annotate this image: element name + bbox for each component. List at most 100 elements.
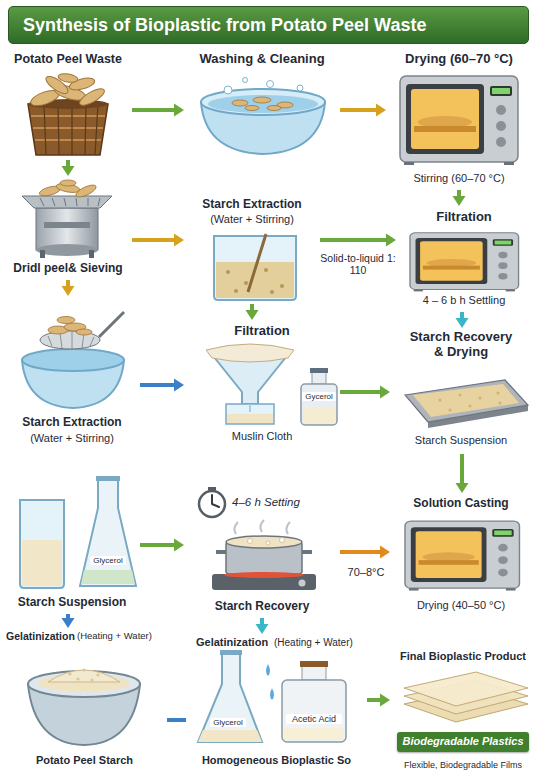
casting-oven (405, 521, 519, 590)
arrow-head (174, 539, 184, 552)
process-step: Dridl peel& Sieving (6, 178, 130, 278)
step-title: Homogeneous Bioplastic So (188, 754, 365, 767)
step-title: Gelatinization (6, 630, 76, 642)
sieve-tub (22, 312, 124, 408)
drying-tray-part-part (459, 394, 462, 397)
suspension-flasks-part (96, 476, 120, 481)
arrow-shaft (340, 390, 382, 394)
arrow-shaft (340, 550, 382, 554)
peel-basket-part (28, 104, 108, 155)
arrow-shaft (340, 108, 378, 112)
bottle-label: Gycerol (302, 392, 336, 401)
arrow-shaft (132, 108, 176, 112)
extraction-beaker-part-part (264, 268, 268, 272)
step-note: Drying (40–50 °C) (392, 599, 530, 612)
step-title: Washing & Cleaning (186, 52, 338, 67)
starch-bowl-part-part (90, 678, 93, 681)
arrow-head (174, 379, 184, 392)
step-title: Starch Recovery (186, 600, 338, 614)
starch-bowl-part-part (82, 668, 85, 671)
step-note: 4–6 h Setting (232, 496, 332, 509)
flow-arrow (62, 280, 75, 296)
mixing-flasks-part (198, 654, 262, 742)
washing-bowl-part-part (224, 86, 232, 94)
washing-bowl-part-part (243, 78, 248, 83)
filter-funnel-part (227, 414, 273, 423)
arrow-shaft (132, 238, 176, 242)
arrow-head (380, 694, 390, 707)
drying-tray-part (439, 392, 502, 412)
temperature-label: 70–8°C (342, 566, 390, 579)
sieve-machine-part (36, 244, 98, 256)
pot-on-hotplate-part (216, 550, 226, 554)
suspension-flasks-part (22, 540, 62, 586)
filter-funnel-part (226, 404, 274, 424)
step-title: Dridl peel& Sieving (6, 262, 130, 276)
arrow-shaft (140, 383, 176, 387)
arrow-head (386, 234, 396, 247)
glycerol-bottle-part (310, 368, 328, 373)
arrow-shaft (460, 454, 464, 485)
extraction-beaker-part-part (244, 281, 248, 285)
pot-on-hotplate-part (302, 550, 312, 554)
flow-arrow (456, 454, 469, 493)
drying-tray-part-part (449, 409, 452, 412)
arrow-shaft (167, 718, 186, 722)
step-title: Gelatinization (196, 636, 274, 649)
process-step: Starch Recovery & DryingStarch Suspensio… (392, 330, 530, 452)
glycerol-bottle (301, 368, 337, 425)
flow-arrow (140, 379, 184, 392)
pot-on-hotplate (212, 520, 316, 590)
bioplastic-films-part (404, 672, 528, 706)
process-step: Starch Extraction(Water + Stirring) (6, 298, 138, 452)
filter-funnel (206, 344, 294, 424)
extraction-beaker-part-part (234, 289, 238, 293)
setting-clock-part (208, 487, 216, 491)
step-title: Final Bioplastic Product (392, 650, 534, 663)
step-title: Starch Extraction (6, 416, 138, 430)
sieve-machine-part (22, 196, 112, 208)
step-note: Flexible, Biodegradable Films (392, 760, 534, 770)
glycerol-bottle-part (301, 384, 337, 425)
drying-tray-part-part (469, 405, 472, 408)
flow-arrow (340, 546, 390, 559)
step-title: Solution Casting (392, 497, 530, 511)
drying-oven (400, 76, 518, 165)
washing-bowl-part (201, 89, 325, 115)
washing-bowl-part-part (245, 106, 259, 111)
sieve-tub-part (48, 317, 92, 336)
flow-arrow (140, 539, 184, 552)
drying-tray-part-part (479, 397, 482, 400)
step-title: Starch Suspension (6, 596, 138, 610)
bioplastic-films (404, 672, 528, 722)
suspension-flasks-part (81, 570, 135, 584)
flow-arrow (62, 614, 75, 628)
flow-arrow (320, 234, 396, 247)
sieve-tub-part (99, 312, 124, 337)
flow-arrow (453, 190, 466, 206)
pot-on-hotplate-part (224, 572, 304, 578)
arrow-shaft (367, 698, 382, 702)
arrow-head (62, 166, 75, 176)
bottle-label: Glycerol (210, 718, 246, 727)
mixing-flasks-part (284, 728, 344, 740)
washing-bowl-part-part (297, 85, 303, 91)
sieve-machine (22, 180, 112, 258)
process-step: Filtration4 – 6 b h Settling (398, 208, 530, 310)
drying-tray-part (405, 380, 528, 422)
process-step: FiltrationGycerolMuslin Cloth (186, 322, 338, 448)
mixing-flasks (198, 650, 346, 742)
mixing-flasks-part (302, 666, 326, 680)
flow-arrow (340, 386, 390, 399)
step-note: Stirring (60–70 °C) (388, 172, 530, 185)
flow-arrow (132, 104, 184, 117)
suspension-flasks (20, 476, 136, 588)
step-title: Filtration (398, 210, 530, 225)
sieve-machine-part-part (74, 183, 97, 200)
setting-clock-part (212, 495, 219, 507)
flow-arrow (167, 720, 186, 721)
drying-tray-part-part (439, 399, 442, 402)
washing-bowl (201, 78, 325, 155)
